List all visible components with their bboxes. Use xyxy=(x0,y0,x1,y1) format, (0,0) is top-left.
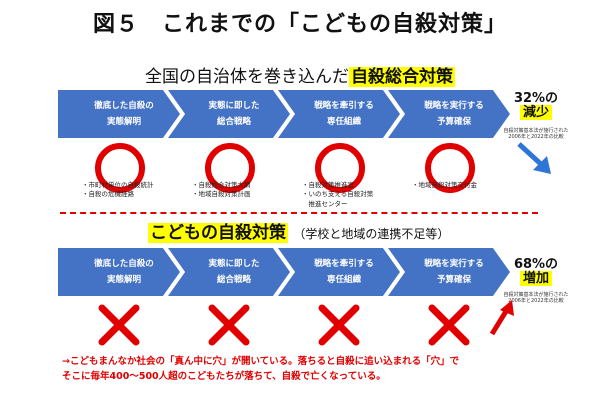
section2-heading-highlight: こどもの自殺対策 xyxy=(148,223,288,243)
section2-step-1: 徹底した自殺の実態解明 xyxy=(58,248,180,296)
step-label-line1: 戦略を牽引する xyxy=(314,100,374,111)
section1-step-3: 戦略を牽引する専任組織 xyxy=(278,90,400,138)
footer-line2: そこに毎年400～500人超のこどもたちが落ちて、自殺で亡くなっている。 xyxy=(62,370,386,382)
footer-line1: →こどもまんなか社会の「真ん中に穴」が開いている。落ちると自殺に追い込まれる「穴… xyxy=(62,356,460,367)
step-label-line2: 専任組織 xyxy=(326,117,361,127)
result-note-line1: 自殺対策基本法が施行された xyxy=(503,128,569,134)
note-line: ・地域自殺対策計画 xyxy=(192,190,251,199)
section1-result-note: 自殺対策基本法が施行された 2006年と2022年の比較 xyxy=(490,128,582,140)
note-line: ・自殺対策推進室 xyxy=(302,181,354,189)
result-note-line2: 2006年と2022年の比較 xyxy=(508,134,564,140)
section2-result-note: 自殺対策基本法が施行された 2006年と2022年の比較 xyxy=(490,292,582,304)
section2-heading-paren: （学校と地域の連携不足等） xyxy=(293,227,450,241)
step-label-line1: 戦略を牽引する xyxy=(314,258,374,269)
result-note-line1: 自殺対策基本法が施行された xyxy=(503,292,569,298)
step-label-line2: 実態解明 xyxy=(106,275,141,285)
result-note-line2: 2006年と2022年の比較 xyxy=(508,298,564,304)
note-line: ・自殺総合対策大綱 xyxy=(192,181,251,189)
circle-mark-icon xyxy=(95,143,145,193)
circle-mark-icon xyxy=(315,143,365,193)
circle-mark-icon xyxy=(425,143,475,193)
step-label-line2: 実態解明 xyxy=(106,117,141,127)
section1-notes-1: ・市町村単位の自殺統計 ・自殺の危機経路 xyxy=(82,181,154,200)
circle-mark-icon xyxy=(205,143,255,193)
step-label-line1: 実態に即した xyxy=(208,100,260,111)
figure-title: 図５ これまでの「こどもの自殺対策」 xyxy=(92,12,507,37)
section2-result-line1: 68%の xyxy=(513,257,559,272)
section1-step-4: 戦略を実行する予算確保 xyxy=(388,90,510,138)
step-label-line2: 専任組織 xyxy=(326,275,361,285)
arrow-down-icon xyxy=(517,142,551,174)
step-label-line2: 総合戦略 xyxy=(216,275,251,285)
arrow-up-icon xyxy=(489,300,514,336)
section2-result: 68%の 増加 xyxy=(505,257,567,287)
section1-step-2: 実態に即した総合戦略 xyxy=(168,90,290,138)
section2-step-4: 戦略を実行する予算確保 xyxy=(388,248,510,296)
section1-step-1: 徹底した自殺の実態解明 xyxy=(58,90,180,138)
step-label-line2: 予算確保 xyxy=(436,275,471,285)
note-line: ・いのち支える自殺対策 xyxy=(302,190,374,199)
section1-heading: 全国の自治体を巻き込んだ自殺総合対策 xyxy=(0,62,600,87)
section2-step-2: 実態に即した総合戦略 xyxy=(168,248,290,296)
cross-mark-icon xyxy=(318,304,360,346)
step-label-line1: 実態に即した xyxy=(208,258,260,269)
cross-mark-icon xyxy=(98,304,140,346)
cross-mark-icon xyxy=(428,304,470,346)
section2-result-line2: 増加 xyxy=(519,271,552,287)
note-line: 推進センター xyxy=(302,199,348,208)
note-line: ・市町村単位の自殺統計 xyxy=(82,181,154,189)
section1-notes-4: ・地域自殺対策交付金 xyxy=(412,181,477,190)
step-label-line2: 予算確保 xyxy=(436,117,471,127)
step-label-line1: 戦略を実行する xyxy=(424,100,484,111)
section1-notes-2: ・自殺総合対策大綱 ・地域自殺対策計画 xyxy=(192,181,251,200)
step-label-line2: 総合戦略 xyxy=(216,117,251,127)
section1-heading-prefix: 全国の自治体を巻き込んだ xyxy=(145,67,349,87)
note-line: ・自殺の危機経路 xyxy=(82,190,134,199)
section1-result-line1: 32%の xyxy=(513,91,559,106)
step-label-line1: 戦略を実行する xyxy=(424,258,484,269)
section2-step-3: 戦略を牽引する専任組織 xyxy=(278,248,400,296)
footer-text: →こどもまんなか社会の「真ん中に穴」が開いている。落ちると自殺に追い込まれる「穴… xyxy=(62,355,459,384)
step-label-line1: 徹底した自殺の xyxy=(94,258,154,269)
section1-result: 32%の 減少 xyxy=(505,91,567,121)
note-line: ・地域自殺対策交付金 xyxy=(412,181,477,189)
step-label-line1: 徹底した自殺の xyxy=(94,100,154,111)
cross-mark-icon xyxy=(208,304,250,346)
section1-result-line2: 減少 xyxy=(519,105,552,121)
section2-heading: こどもの自殺対策 （学校と地域の連携不足等） xyxy=(148,218,449,243)
section1-notes-3: ・自殺対策推進室 ・いのち支える自殺対策 推進センター xyxy=(302,181,373,209)
section1-heading-highlight: 自殺総合対策 xyxy=(349,67,455,87)
section-divider xyxy=(60,212,538,214)
